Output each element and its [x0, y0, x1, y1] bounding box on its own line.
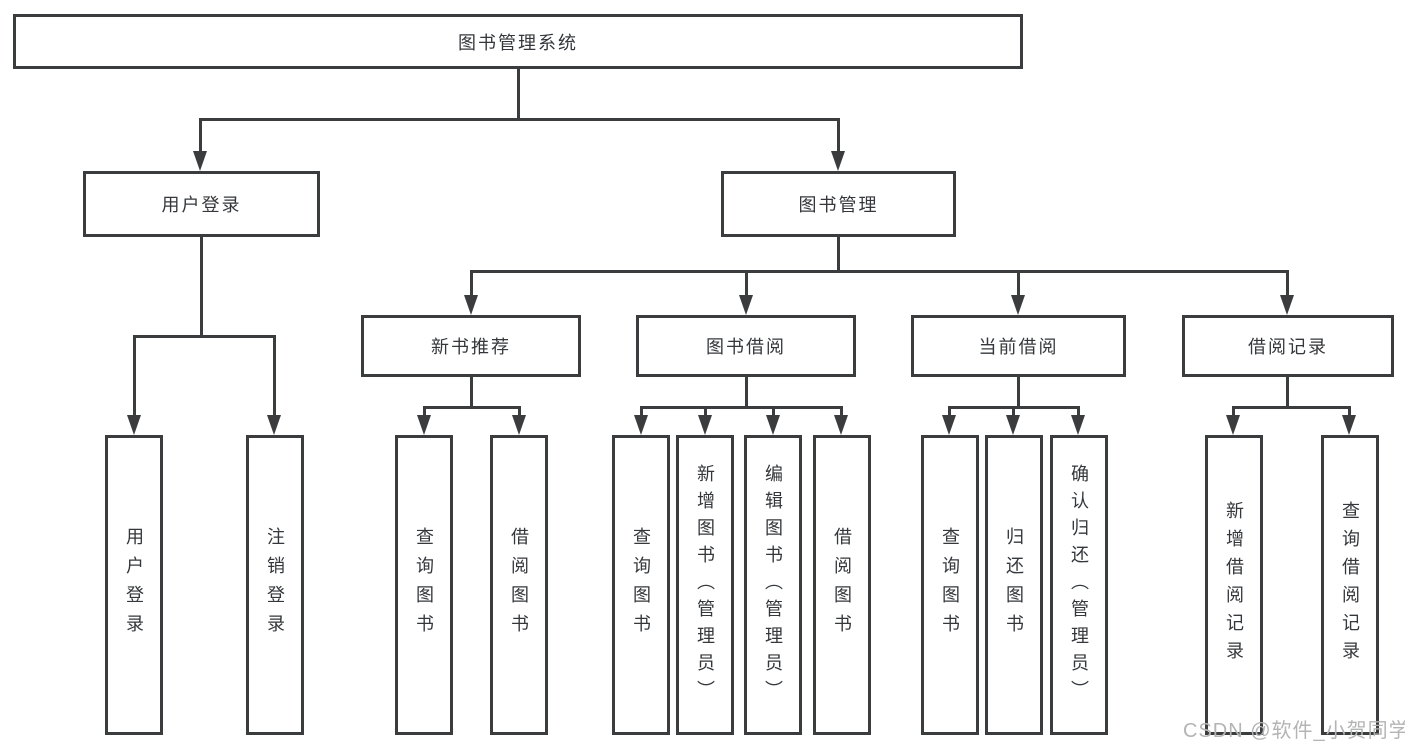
connector-line [745, 270, 748, 297]
connector-line [704, 406, 707, 417]
connector-line [837, 237, 840, 270]
connector-line [745, 377, 748, 407]
connector-arrowhead [193, 151, 207, 171]
connector-line [199, 118, 202, 153]
leaf-user-login: 用户登录 [105, 435, 163, 735]
node-borrowing-records: 借阅记录 [1182, 315, 1394, 377]
connector-line [470, 377, 473, 407]
connector-line [470, 270, 473, 297]
connector-arrowhead [1011, 295, 1025, 315]
leaf-borrow-books-recommend: 借阅图书 [490, 435, 548, 735]
connector-arrowhead [1342, 415, 1356, 435]
connector-line [1286, 377, 1289, 407]
connector-line [273, 335, 276, 417]
leaf-query-books-borrowing: 查询图书 [612, 435, 670, 735]
connector-line [1077, 406, 1080, 417]
connector-line [133, 335, 276, 338]
connector-arrowhead [267, 415, 281, 435]
leaf-confirm-return-admin: 确认归还（管理员） [1050, 435, 1108, 735]
connector-line [423, 406, 426, 417]
watermark-text: CSDN @软件_小贺同学 [1183, 720, 1405, 742]
leaf-add-book-admin: 新增图书（管理员） [676, 435, 734, 735]
connector-arrowhead [464, 295, 478, 315]
connector-arrowhead [1071, 415, 1085, 435]
connector-arrowhead [766, 415, 780, 435]
connector-line [200, 237, 203, 335]
connector-arrowhead [1280, 295, 1294, 315]
connector-line [837, 118, 840, 153]
connector-line [1348, 406, 1351, 417]
connector-line [1232, 406, 1235, 417]
connector-line [948, 406, 951, 417]
connector-line [470, 270, 1289, 273]
connector-line [1017, 270, 1020, 297]
leaf-borrow-books-borrowing: 借阅图书 [813, 435, 871, 735]
connector-line [840, 406, 843, 417]
node-user-login: 用户登录 [83, 171, 320, 237]
connector-line [640, 406, 643, 417]
node-book-management: 图书管理 [721, 171, 956, 237]
connector-line [1286, 270, 1289, 297]
connector-line [1017, 377, 1020, 407]
connector-line [199, 118, 840, 121]
node-new-book-recommendation: 新书推荐 [361, 315, 581, 377]
leaf-return-books: 归还图书 [985, 435, 1043, 735]
leaf-query-books-current: 查询图书 [921, 435, 979, 735]
leaf-query-books-recommend: 查询图书 [395, 435, 453, 735]
connector-arrowhead [739, 295, 753, 315]
connector-line [772, 406, 775, 417]
leaf-add-borrow-record: 新增借阅记录 [1205, 435, 1263, 735]
connector-line [518, 406, 521, 417]
connector-line [517, 69, 520, 118]
leaf-logout: 注销登录 [246, 435, 304, 735]
connector-arrowhead [1226, 415, 1240, 435]
connector-arrowhead [127, 415, 141, 435]
leaf-edit-book-admin: 编辑图书（管理员） [744, 435, 802, 735]
node-book-borrowing: 图书借阅 [636, 315, 856, 377]
connector-arrowhead [834, 415, 848, 435]
connector-line [133, 335, 136, 417]
connector-line [640, 406, 842, 409]
connector-arrowhead [634, 415, 648, 435]
node-library-management-system: 图书管理系统 [13, 14, 1023, 69]
node-current-borrowing: 当前借阅 [911, 315, 1126, 377]
connector-line [1012, 406, 1015, 417]
connector-arrowhead [831, 151, 845, 171]
connector-line [423, 406, 521, 409]
connector-arrowhead [942, 415, 956, 435]
leaf-query-borrow-record: 查询借阅记录 [1321, 435, 1379, 735]
connector-line [1232, 406, 1350, 409]
connector-arrowhead [512, 415, 526, 435]
connector-arrowhead [1006, 415, 1020, 435]
connector-arrowhead [698, 415, 712, 435]
connector-arrowhead [417, 415, 431, 435]
